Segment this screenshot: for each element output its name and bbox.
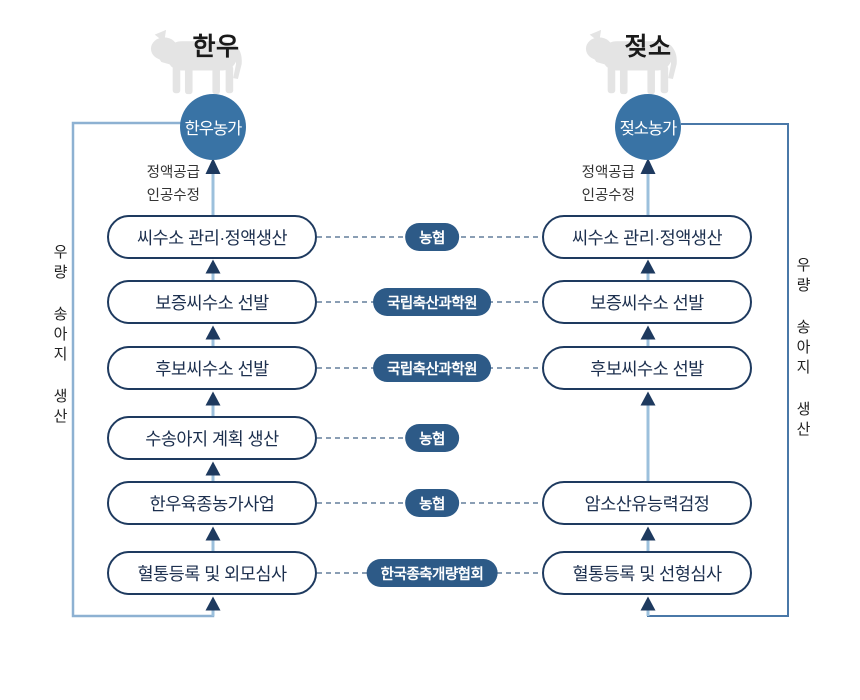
hanwoo-side-label: 우량 송아지 생산 — [51, 244, 68, 428]
agency-badge-nias-2: 국립축산과학원 — [373, 354, 491, 382]
dairy-supply-label: 정액공급 인공수정 — [539, 162, 635, 208]
dairy-farm-circle: 젖소농가 — [615, 94, 681, 160]
agency-badge-nonghyup-2: 농협 — [405, 424, 459, 452]
supply-line-2: 인공수정 — [146, 188, 200, 204]
dairy-box-pedigree-registration: 혈통등록 및 선형심사 — [542, 551, 752, 595]
hanwoo-box-breeding-farm-project: 한우육종농가사업 — [107, 481, 317, 525]
hanwoo-box-candidate-bull-selection: 후보씨수소 선발 — [107, 346, 317, 390]
hanwoo-box-planned-calf-production: 수송아지 계획 생산 — [107, 416, 317, 460]
agency-badge-nonghyup-3: 농협 — [405, 489, 459, 517]
supply-line-1: 정액공급 — [146, 165, 200, 181]
hanwoo-box-proven-bull-selection: 보증씨수소 선발 — [107, 280, 317, 324]
agency-badge-nonghyup-1: 농협 — [405, 223, 459, 251]
dairy-box-candidate-bull-selection: 후보씨수소 선발 — [542, 346, 752, 390]
supply-line-1: 정액공급 — [581, 165, 635, 181]
dairy-box-milk-performance-test: 암소산유능력검정 — [542, 481, 752, 525]
hanwoo-title: 한우 — [192, 33, 240, 61]
agency-badge-kaia: 한국종축개량협회 — [366, 559, 498, 587]
cow-icon — [150, 29, 242, 95]
cow-icon — [585, 29, 677, 95]
hanwoo-farm-circle: 한우농가 — [180, 94, 246, 160]
supply-line-2: 인공수정 — [581, 188, 635, 204]
hanwoo-box-pedigree-registration: 혈통등록 및 외모심사 — [107, 551, 317, 595]
agency-badge-nias-1: 국립축산과학원 — [373, 288, 491, 316]
dairy-box-semen-production: 씨수소 관리·정액생산 — [542, 215, 752, 259]
dairy-box-proven-bull-selection: 보증씨수소 선발 — [542, 280, 752, 324]
dairy-side-label: 우량 송아지 생산 — [794, 257, 811, 441]
hanwoo-box-semen-production: 씨수소 관리·정액생산 — [107, 215, 317, 259]
dairy-title: 젖소 — [624, 33, 672, 61]
hanwoo-supply-label: 정액공급 인공수정 — [104, 162, 200, 208]
